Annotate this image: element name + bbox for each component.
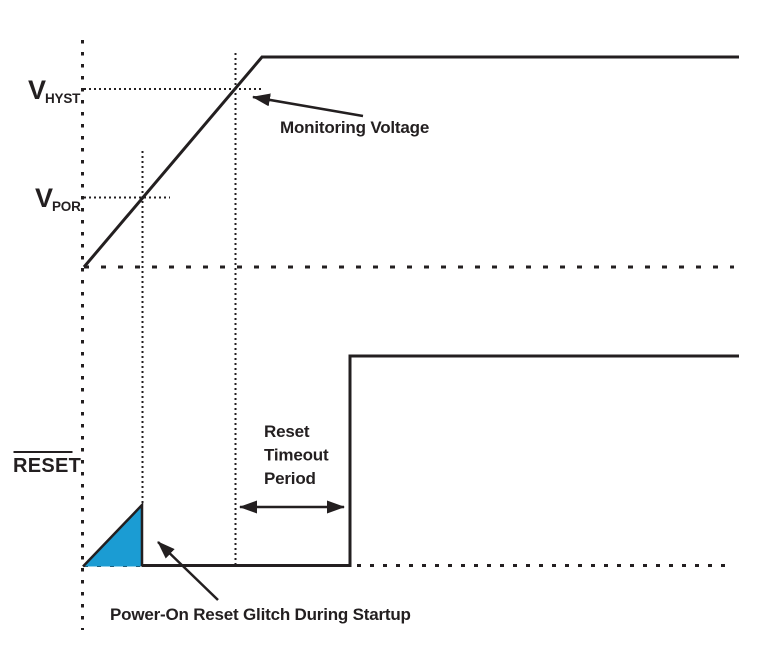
v-hyst-label: V HYST [28, 75, 81, 106]
v-por-symbol: V [35, 183, 53, 213]
v-por-label: V POR [35, 183, 81, 214]
reset-timeout-line1: Reset [264, 422, 310, 441]
reset-label: RESET [13, 451, 81, 477]
reset-waveform [142, 354, 739, 567]
monitoring-voltage-label: Monitoring Voltage [280, 118, 429, 137]
monitoring-voltage-arrow [252, 93, 364, 118]
v-hyst-symbol: V [28, 75, 46, 105]
por-glitch-label: Power-On Reset Glitch During Startup [110, 605, 411, 624]
reset-timeout-label: Reset Timeout Period [264, 422, 329, 488]
monitoring-voltage-waveform [82, 55, 739, 268]
reset-label-text: RESET [13, 455, 81, 477]
v-hyst-subscript: HYST [45, 91, 81, 106]
reset-timeout-line2: Timeout [264, 446, 329, 465]
reset-timeout-line3: Period [264, 469, 316, 488]
v-por-subscript: POR [52, 199, 81, 214]
por-glitch-arrow [157, 541, 219, 601]
por-glitch-triangle-outline [82, 501, 144, 568]
